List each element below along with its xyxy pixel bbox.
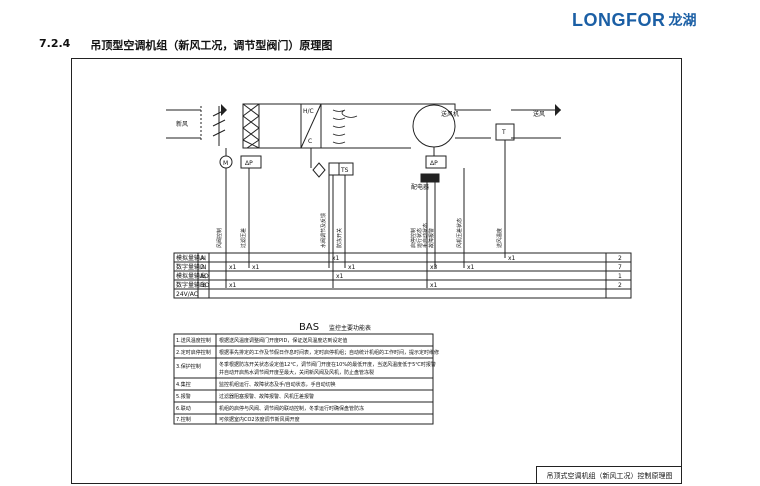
control-schematic: 新风 送风 H/C C 送风机 配电器 ΔP ΔP M T TS 模拟量输入 A… [166, 103, 632, 425]
valve-actuator [328, 162, 340, 176]
row-di-num: 7 [618, 264, 622, 271]
dp1-label: ΔP [245, 160, 253, 167]
frost-switch [338, 162, 354, 176]
ts-label: TS [340, 167, 349, 174]
row-24v-label: 24V/AC [176, 291, 198, 298]
row-do-label: 数字量输出 [176, 281, 206, 289]
bas-desc-7: 可依据室内CO2浓度调节新风阀开度 [219, 416, 300, 423]
mult-fanp: x1 [467, 264, 475, 271]
bas-desc-4: 监控机组运行、故障状态及手/自动状态，手自动切换 [219, 381, 336, 388]
row-do-num: 2 [618, 282, 622, 289]
row-di-code: DI [200, 264, 207, 271]
bas-desc-2: 根据事先排定的工作及节假日作息时间表，定时启停机组；自动统计机组的工作时间，提示… [219, 349, 439, 356]
filter-dp-switch [240, 155, 262, 169]
mult-fan-do: x1 [430, 282, 438, 289]
bas-desc-3b: 并自动开启热水调节阀开度至最大，关闭新风阀及风机，防止盘管冻裂 [219, 369, 374, 376]
vfd-label: 配电器 [411, 183, 429, 191]
signal-lines [225, 140, 506, 288]
bas-desc-5: 过滤器阻塞报警、故障报警、风机压差报警 [219, 393, 314, 400]
t-label: T [501, 129, 506, 136]
filter-box [242, 103, 260, 149]
signal-table [173, 252, 632, 299]
section-heading: 7.2.4 吊顶型空调机组（新风工况，调节型阀门）原理图 [39, 37, 332, 53]
vlabel-8: 风机压差状态 [456, 218, 463, 248]
logo-text: LONGFOR [572, 9, 666, 30]
vlabel-3: 防冻开关 [336, 228, 343, 248]
row-ai-num: 2 [618, 255, 622, 262]
mult-fan-di: x3 [430, 264, 438, 271]
bas-table [173, 333, 434, 425]
bas-item-4: 4.集控 [176, 381, 191, 388]
bas-desc-1: 根据送风温度调整阀门开度PID，保证送风温度达到设定值 [219, 337, 347, 344]
row-ao-code: AO [200, 273, 209, 280]
bas-title-en: BAS [299, 322, 319, 333]
mult-ts: x1 [348, 264, 356, 271]
m-label: M [223, 160, 228, 167]
bas-item-3: 3.保护控制 [176, 363, 201, 370]
mult-valve-ai: x1 [332, 255, 340, 262]
bas-title-cn: 监控主要功能表 [329, 324, 371, 332]
vlabel-7: 故障报警 [428, 228, 435, 248]
outlet-label: 送风 [533, 110, 545, 118]
bas-item-6: 6.联动 [176, 405, 191, 412]
mult-m-ai: x1 [229, 282, 237, 289]
drawing-title-block: 吊顶式空调机组（新风工况）控制原理图 [536, 466, 682, 484]
vlabel-5: 运行状态 [416, 228, 423, 248]
bas-desc-3: 冬季根据防冻开关状态设定值12℃，调节阀门开度在10%的最低开度，当送风温度低于… [219, 361, 436, 368]
mult-valve-ao: x1 [336, 273, 344, 280]
vlabel-0: 风阀控制 [216, 228, 223, 248]
bas-item-1: 1.送风温度控制 [176, 337, 211, 344]
section-title: 吊顶型空调机组（新风工况，调节型阀门）原理图 [90, 39, 333, 52]
fan-label: 送风机 [441, 110, 459, 118]
longfor-logo: LONGFOR 龙湖 [572, 9, 697, 31]
fan-dp-switch [425, 155, 447, 169]
vlabel-1: 过滤压差 [240, 228, 247, 248]
vfd [420, 173, 440, 183]
drawing-frame [71, 58, 682, 484]
hc-label: H/C [303, 108, 314, 115]
inlet-label: 新风 [176, 120, 188, 128]
bas-item-5: 5.报警 [176, 393, 191, 400]
vlabel-4: 启停控制 [410, 228, 417, 248]
row-di-label: 数字量输入 [176, 263, 206, 271]
c-label: C [308, 138, 312, 145]
row-do-code: DO [200, 282, 210, 289]
row-ai-code: AI [200, 255, 206, 262]
bas-desc-6: 机组的启停与风阀、调节阀的联动控制，冬季运行时确保盘管防冻 [219, 405, 364, 412]
row-ai-label: 模拟量输入 [176, 254, 206, 262]
vlabel-6: 手自动状态 [422, 223, 429, 248]
row-ao-label: 模拟量输出 [176, 272, 206, 280]
mult-dp1: x1 [252, 264, 260, 271]
row-ao-num: 1 [618, 273, 622, 280]
drawing-title: 吊顶式空调机组（新风工况）控制原理图 [546, 471, 673, 480]
bas-item-2: 2.定时启停控制 [176, 349, 211, 356]
mult-sat: x1 [508, 255, 516, 262]
vlabel-9: 送风温度 [496, 228, 503, 248]
mult-m-di: x1 [229, 264, 237, 271]
vlabel-2: 水阀调节及反馈 [320, 213, 327, 248]
section-number: 7.2.4 [39, 37, 71, 50]
dp2-label: ΔP [430, 160, 438, 167]
bas-item-7: 7.控制 [176, 416, 191, 423]
logo-chinese: 龙湖 [668, 13, 697, 29]
